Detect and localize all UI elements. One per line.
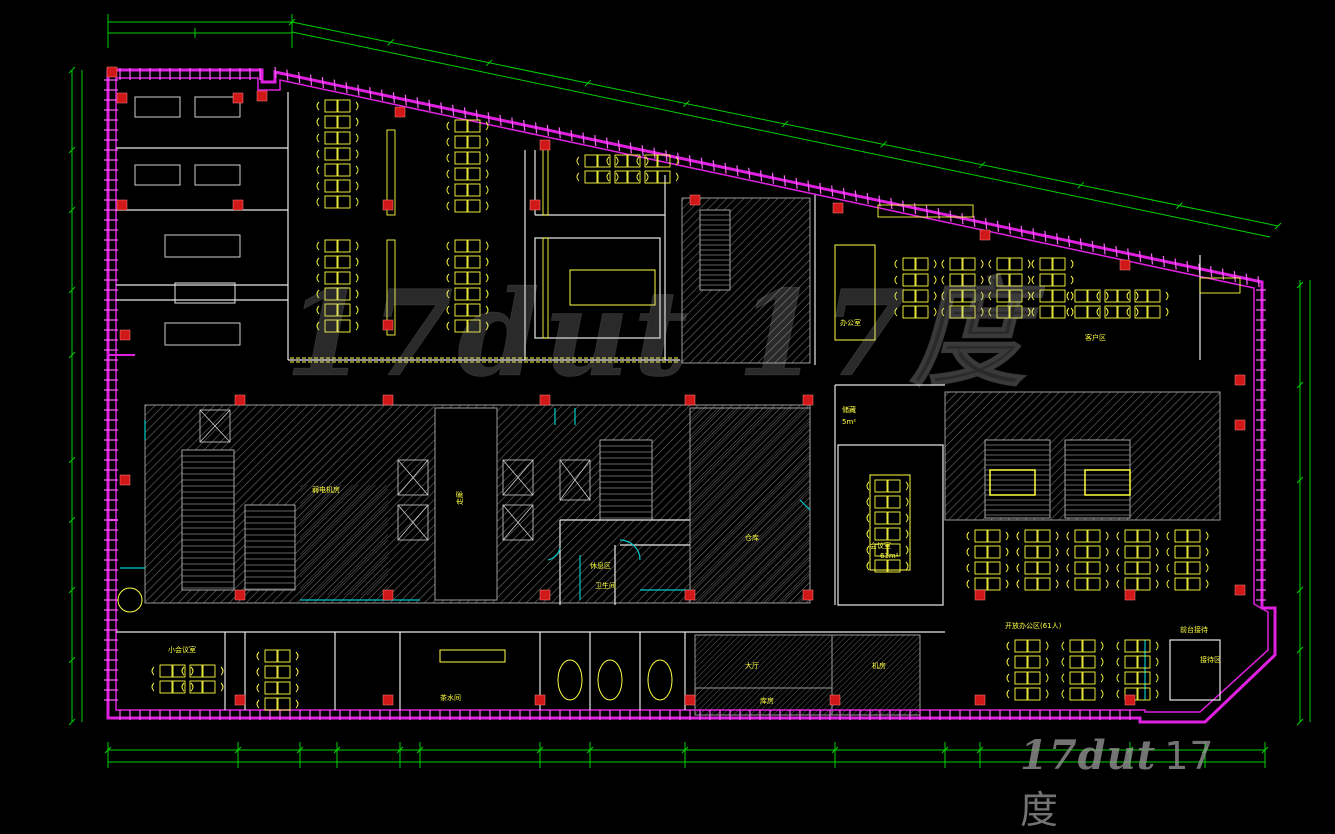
desk-cluster-d — [446, 239, 489, 333]
label-office-a: 办公室 — [840, 318, 861, 327]
desk-cluster-g — [941, 257, 984, 319]
label-reception-sub: 接待区 — [1200, 655, 1221, 664]
label-small-room-size: 5m² — [842, 418, 856, 426]
desk-cluster-f — [894, 257, 937, 319]
label-hall: 大厅 — [745, 661, 759, 670]
label-open-office: 开放办公区(61人) — [1005, 621, 1062, 630]
label-client-area: 客户区 — [1085, 333, 1106, 342]
desk-cluster-c — [316, 239, 359, 333]
hatched-core — [144, 197, 1221, 716]
desk-cluster-t — [151, 664, 224, 694]
desk-cluster-a — [316, 99, 359, 209]
desk-cluster-r — [1116, 639, 1159, 701]
desk-cluster-u — [866, 479, 909, 573]
corner-logo-latin: 17dut — [1020, 732, 1157, 779]
dimension-ticks — [68, 18, 1304, 768]
desk-cluster-h — [988, 257, 1031, 319]
desk-cluster-e — [576, 154, 679, 184]
desk-cluster-q — [1061, 639, 1104, 701]
desk-cluster-s — [256, 649, 299, 711]
label-storage: 仓库 — [745, 533, 759, 542]
label-restroom: 卫生间 — [595, 581, 616, 590]
label-meeting-small: 小会议室 — [168, 645, 196, 654]
label-room-b: 机房 — [872, 661, 886, 670]
label-conference-area: 会议室 — [870, 541, 891, 550]
desk-cluster-i — [1031, 257, 1074, 319]
label-conference-size: 61m² — [880, 552, 899, 560]
label-reception: 前台接待 — [1180, 625, 1208, 634]
desk-cluster-k — [966, 529, 1009, 591]
desk-cluster-b — [446, 119, 489, 213]
workstation-furniture — [151, 99, 1241, 711]
label-lounge: 休息区 — [590, 561, 611, 570]
label-tea-room: 茶水间 — [440, 693, 461, 702]
desk-cluster-n — [1116, 529, 1159, 591]
label-corridor: 走廊 — [455, 491, 464, 505]
label-small-room: 储藏 — [842, 405, 856, 414]
floor-plan-drawing: 弱电机房 走廊 仓库 休息区 会议室 61m² 储藏 5m² 开放办公区(61人… — [68, 14, 1311, 768]
conference-tables — [117, 244, 911, 701]
label-data-room: 弱电机房 — [312, 485, 340, 494]
left-offices — [134, 96, 241, 346]
interior-partitions — [116, 92, 1221, 710]
label-room-c: 库房 — [760, 696, 774, 705]
desk-cluster-m — [1066, 529, 1109, 591]
desk-cluster-p — [1006, 639, 1049, 701]
desk-cluster-l — [1016, 529, 1059, 591]
room-labels: 弱电机房 走廊 仓库 休息区 会议室 61m² 储藏 5m² 开放办公区(61人… — [168, 318, 1221, 705]
watermark-main: 17dut 17度 — [285, 264, 1046, 403]
structural-columns — [106, 66, 1246, 706]
desk-cluster-j — [1066, 289, 1169, 319]
window-mullions — [104, 66, 1266, 720]
desk-cluster-o — [1166, 529, 1209, 591]
cyan-accents — [120, 408, 1146, 700]
